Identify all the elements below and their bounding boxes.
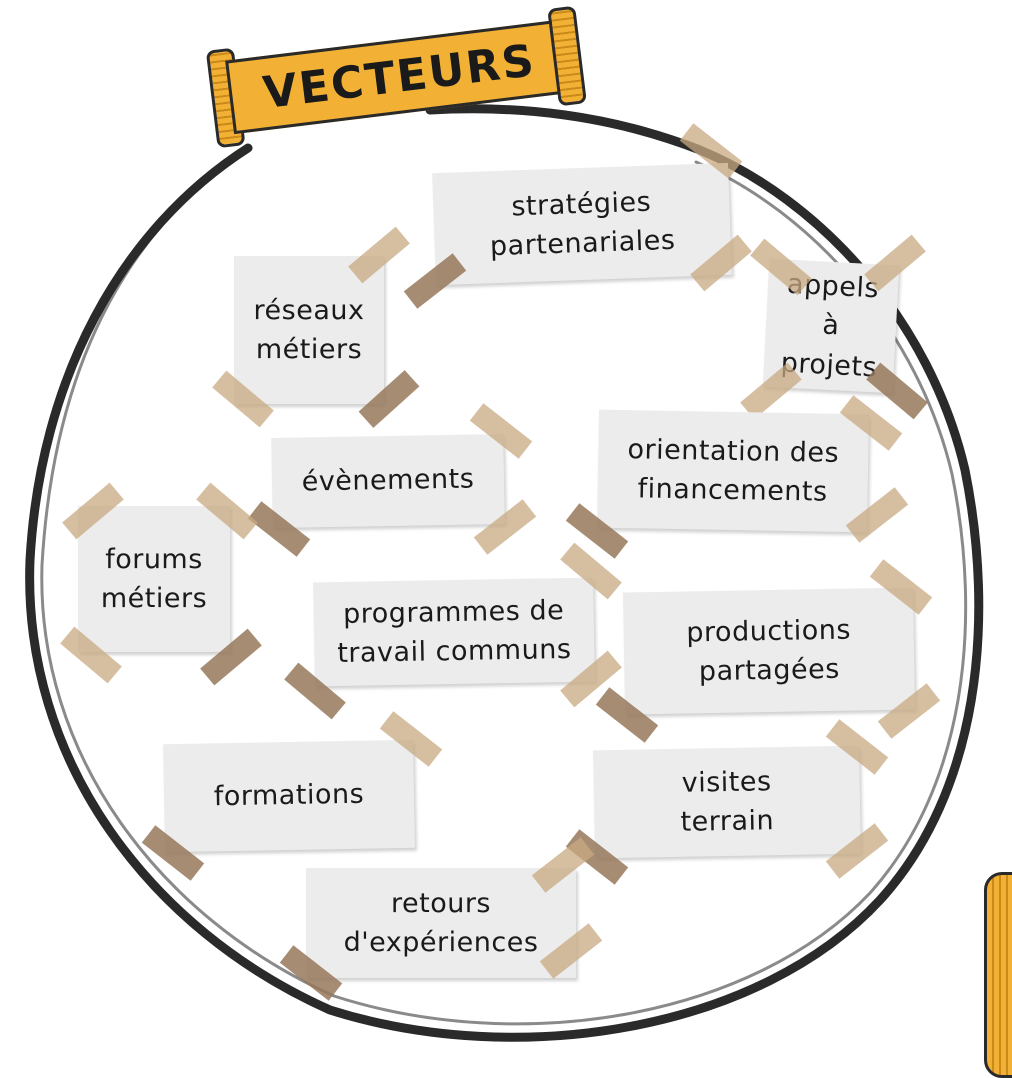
note-line: financements [637,473,828,508]
note-line: travail communs [337,633,572,670]
note-line: programmes de [342,594,565,630]
note-line: métiers [100,583,208,614]
note-line: retours [390,887,491,919]
scroll-roll-corner-icon [984,872,1012,1078]
note-forums: forums métiers [78,506,230,652]
note-line: d'expériences [343,927,539,958]
note-line: productions [686,614,852,649]
note-retours: retours d'expériences [306,868,576,978]
note-line: visites [681,766,772,799]
note-line: métiers [255,334,363,365]
note-line: réseaux [253,294,365,326]
note-line: terrain [680,805,775,838]
note-formations: formations [163,739,415,853]
note-evenements: évènements [271,433,505,529]
note-line: partenariales [489,224,676,263]
note-line: forums [105,543,203,575]
note-productions: productions partagées [622,587,916,715]
note-line: formations [213,779,365,813]
note-reseaux: réseaux métiers [234,256,384,404]
note-line: stratégies [510,186,652,223]
note-line: partagées [698,653,841,688]
note-line: orientation des [627,434,840,469]
note-line: évènements [301,463,475,498]
circle-outline [25,104,984,1042]
note-orientation: orientation des financements [596,409,870,533]
note-visites: visites terrain [593,745,861,859]
